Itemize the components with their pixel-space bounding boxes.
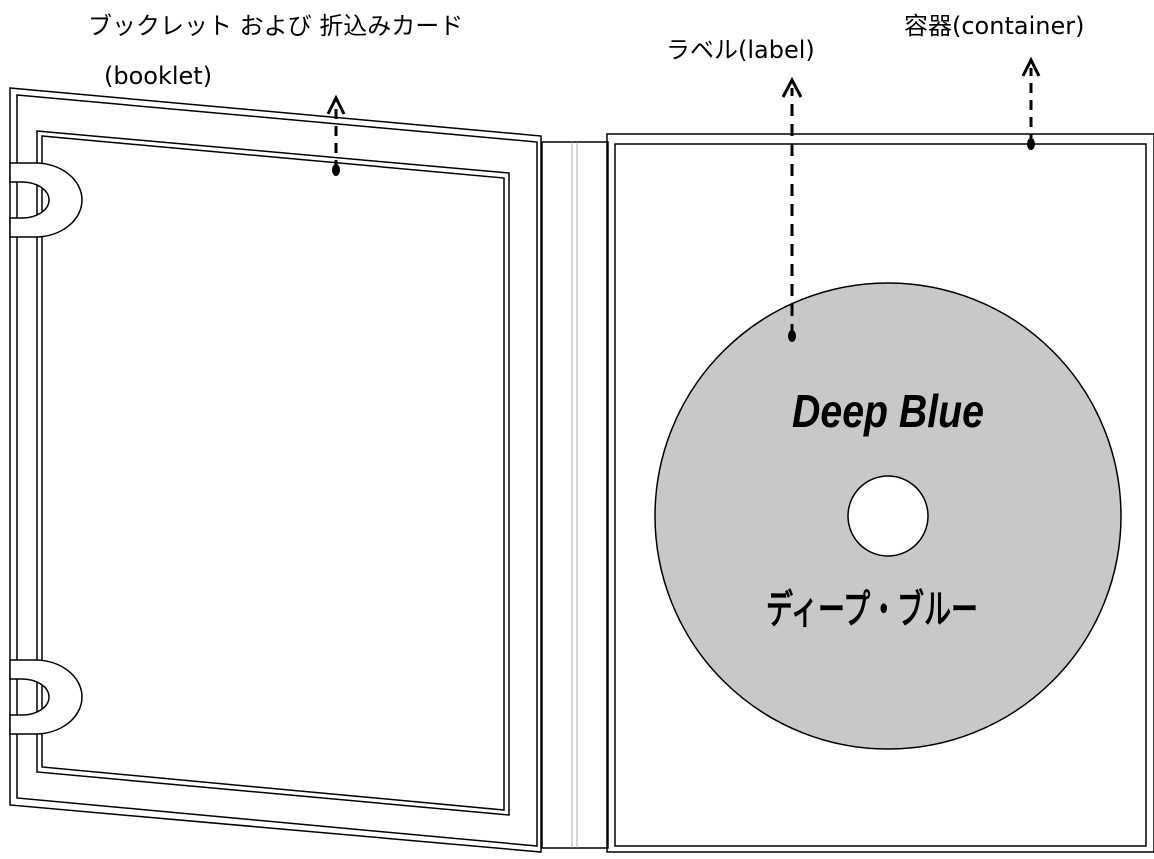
pointer-label	[781, 76, 803, 342]
case-spine	[541, 141, 609, 849]
booklet-outer-edge	[9, 87, 542, 853]
label-callout: ラベル(label)	[666, 36, 815, 64]
container-inner	[614, 143, 1147, 847]
pointer-container	[1021, 56, 1041, 150]
booklet-label-line2: (booklet)	[104, 62, 212, 90]
booklet-inner-frame	[36, 130, 510, 816]
booklet-label-line1: ブックレット および 折込みカード	[88, 12, 463, 40]
disc-center-hole	[847, 475, 929, 557]
hinge-clip-top	[9, 162, 83, 238]
booklet-outer-edge-inset	[16, 94, 538, 847]
hinge-clip-bottom	[9, 659, 83, 735]
pointer-booklet	[326, 94, 346, 176]
disc-title-en: Deep Blue	[792, 385, 984, 437]
container-outer	[606, 133, 1154, 853]
disc-title-ja: ディープ・ブルー	[766, 587, 978, 633]
container-tray	[606, 133, 1154, 853]
booklet	[9, 87, 542, 853]
container-callout: 容器(container)	[904, 12, 1084, 40]
disc: Deep Blue ディープ・ブルー	[654, 282, 1122, 750]
booklet-inner-frame-inset	[41, 135, 505, 811]
